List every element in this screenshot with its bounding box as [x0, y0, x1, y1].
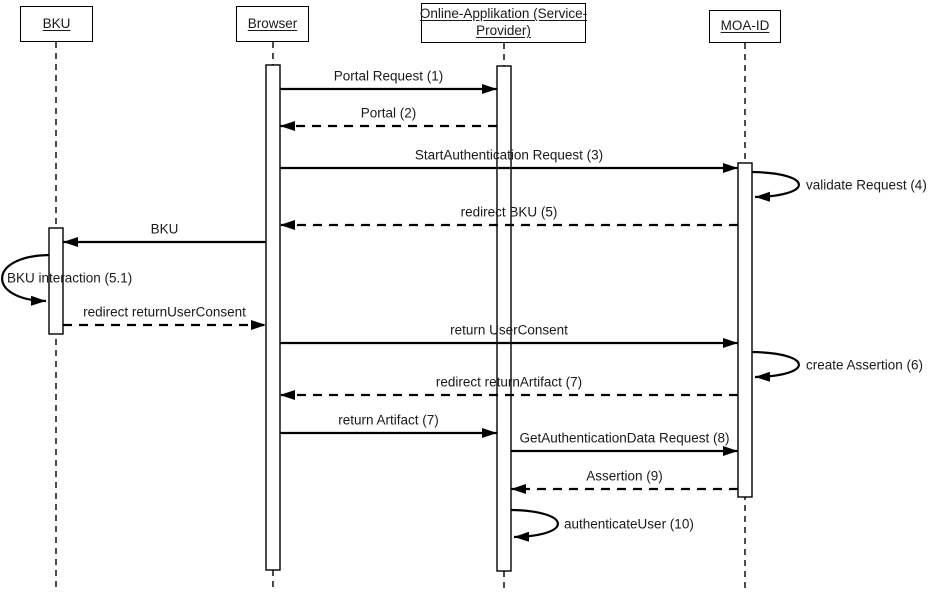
activation-bku — [48, 227, 64, 335]
message-label: return Artifact (7) — [338, 412, 439, 428]
self-message-arrow-15 — [510, 508, 559, 542]
message-label: Assertion (9) — [586, 468, 663, 484]
actor-box-bku: BKU — [20, 6, 93, 42]
actor-box-oa: Online-Applikation (Service-Provider) — [419, 3, 588, 43]
message-label: redirect BKU (5) — [460, 204, 558, 220]
actor-label: Browser — [247, 15, 298, 31]
activation-oa — [496, 65, 512, 572]
message-label: BKU — [150, 221, 179, 237]
message-label: redirect returnArtifact (7) — [435, 374, 583, 390]
self-message-label: validate Request (4) — [806, 176, 927, 192]
self-message-label: create Assertion (6) — [806, 356, 924, 372]
actor-label: MOA-ID — [720, 18, 770, 34]
self-message-label: BKU interaction (5.1) — [7, 270, 133, 286]
message-label: StartAuthentication Request (3) — [414, 147, 604, 163]
activation-browser — [265, 64, 281, 571]
self-message-arrow-7 — [1, 253, 50, 306]
actor-label: BKU — [42, 15, 71, 31]
self-message-arrow-10 — [751, 350, 800, 382]
activation-moaid — [737, 162, 753, 498]
message-label: redirect returnUserConsent — [83, 304, 246, 320]
actor-label: Provider) — [476, 23, 531, 38]
actor-label: Online-Applikation (Service- — [419, 6, 588, 22]
message-label: Portal (2) — [360, 105, 417, 121]
message-label: return UserConsent — [450, 322, 568, 338]
actor-box-browser: Browser — [236, 6, 309, 42]
self-message-label: authenticateUser (10) — [564, 515, 694, 531]
self-message-arrow-4 — [751, 170, 800, 202]
actor-box-moaid: MOA-ID — [709, 10, 781, 43]
message-label: GetAuthenticationData Request (8) — [519, 430, 730, 446]
message-label: Portal Request (1) — [333, 68, 444, 84]
